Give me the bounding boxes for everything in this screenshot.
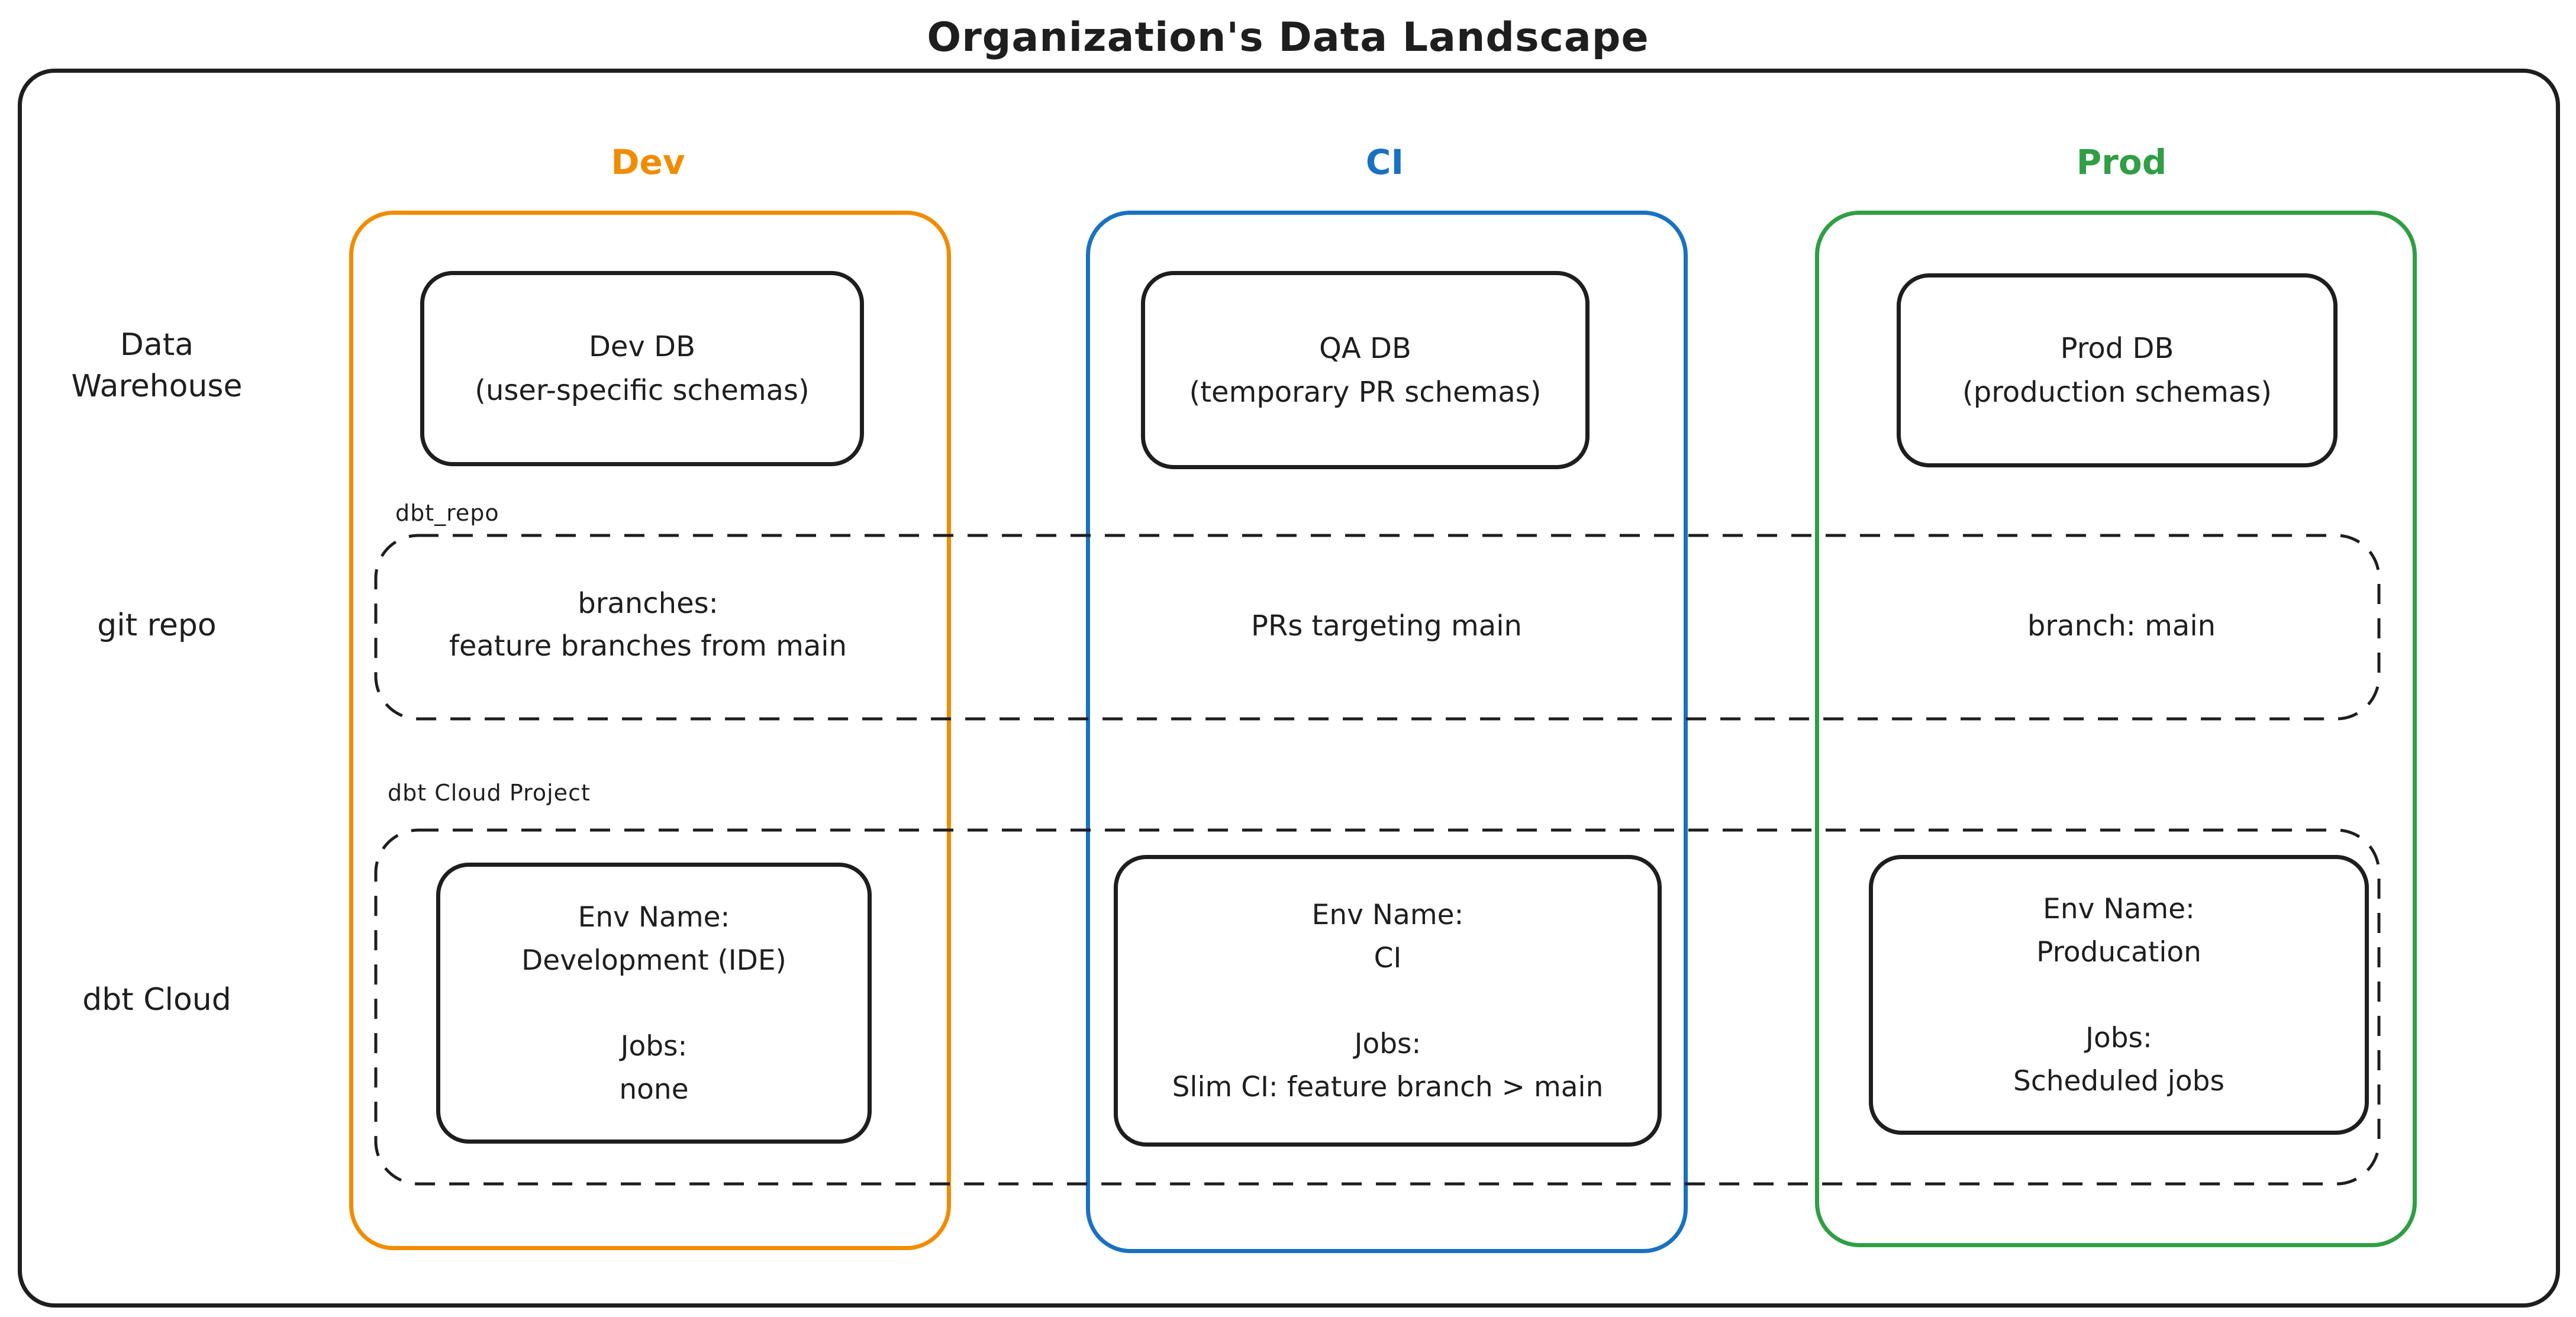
dev-db-subtitle: (user-specific schemas) xyxy=(475,374,810,407)
prod-column-box xyxy=(1815,211,2417,1247)
prod-env-name: Producation xyxy=(2036,935,2201,969)
dev-env-name: Development (IDE) xyxy=(521,944,786,977)
git-repo-container-label: dbt_repo xyxy=(395,500,499,526)
prod-env-label: Env Name: xyxy=(2043,892,2195,925)
git-repo-dashed-container xyxy=(374,534,2381,721)
git-repo-dev-line2: feature branches from main xyxy=(449,630,847,663)
dev-env-label: Env Name: xyxy=(578,900,730,934)
dev-jobs-label: Jobs: xyxy=(620,1029,688,1063)
prod-db-title: Prod DB xyxy=(2060,332,2174,365)
ci-jobs-label: Jobs: xyxy=(1354,1027,1421,1060)
spacer xyxy=(440,982,868,1025)
git-repo-dev-line1: branches: xyxy=(578,587,718,620)
dev-env-box: Env Name: Development (IDE) Jobs: none xyxy=(436,863,872,1144)
spacer xyxy=(1118,980,1658,1022)
qa-db-subtitle: (temporary PR schemas) xyxy=(1189,375,1542,409)
row-label-data-warehouse: Data Warehouse xyxy=(71,327,243,404)
row-label-git-repo: git repo xyxy=(97,608,217,643)
diagram-title: Organization's Data Landscape xyxy=(927,14,1649,61)
git-repo-ci-text: PRs targeting main xyxy=(1251,609,1522,643)
dbt-cloud-dashed-container xyxy=(374,828,2381,1186)
git-repo-dev-text: branches: feature branches from main xyxy=(382,582,914,667)
qa-db-title: QA DB xyxy=(1319,331,1411,365)
git-repo-prod-text: branch: main xyxy=(2027,609,2216,643)
column-header-ci: CI xyxy=(1365,142,1404,182)
dev-column-box xyxy=(349,211,951,1250)
ci-jobs-value: Slim CI: feature branch > main xyxy=(1172,1070,1604,1103)
ci-column-box xyxy=(1086,211,1688,1253)
spacer xyxy=(1873,974,2365,1016)
ci-env-box: Env Name: CI Jobs: Slim CI: feature bran… xyxy=(1114,855,1662,1147)
dev-db-box: Dev DB (user-specific schemas) xyxy=(420,271,864,466)
prod-db-subtitle: (production schemas) xyxy=(1962,376,2272,409)
ci-env-name: CI xyxy=(1374,941,1402,974)
column-header-prod: Prod xyxy=(2076,142,2167,182)
dbt-cloud-container-label: dbt Cloud Project xyxy=(388,780,591,806)
row-label-dbt-cloud: dbt Cloud xyxy=(82,982,231,1018)
prod-jobs-value: Scheduled jobs xyxy=(2013,1064,2224,1098)
dev-db-title: Dev DB xyxy=(588,330,696,363)
prod-jobs-label: Jobs: xyxy=(2085,1021,2152,1054)
column-header-dev: Dev xyxy=(611,142,685,182)
qa-db-box: QA DB (temporary PR schemas) xyxy=(1141,271,1590,469)
outer-frame xyxy=(18,69,2560,1308)
prod-db-box: Prod DB (production schemas) xyxy=(1897,273,2338,467)
prod-env-box: Env Name: Producation Jobs: Scheduled jo… xyxy=(1869,855,2369,1135)
dev-jobs-value: none xyxy=(619,1073,689,1106)
ci-env-label: Env Name: xyxy=(1311,898,1464,931)
